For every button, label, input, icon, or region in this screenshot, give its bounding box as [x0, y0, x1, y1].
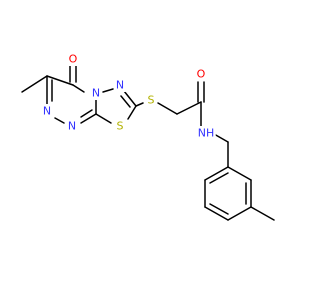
atom-nh-amide: NH	[198, 127, 215, 140]
atom-label-knockout	[41, 104, 53, 118]
atom-n2: N	[43, 105, 51, 118]
atom-label-knockout	[67, 52, 80, 66]
bond-ar3-ar4	[227, 206, 252, 221]
atom-s-ring: S	[117, 120, 124, 133]
atom-o-keto: O	[69, 53, 78, 66]
bond-methyl-c3	[21, 75, 48, 93]
bond-slink-ch2	[157, 102, 178, 115]
bond-n-benzyl-ch2	[213, 133, 229, 143]
bond-ntz-c2-inner	[120, 95, 131, 108]
bond-ar4-ar5	[204, 206, 229, 221]
atom-label-knockout	[115, 119, 126, 133]
atom-o-amide: O	[197, 68, 206, 81]
bond-ar1-ar2	[227, 166, 252, 181]
atom-label-knockout	[90, 86, 102, 100]
bond-c2-sring	[127, 105, 137, 120]
bond-sring-c8a	[95, 113, 112, 124]
bond-layer	[21, 65, 275, 221]
bond-c4-n5	[72, 84, 85, 93]
molecule-structure-diagram: O N N N N S S O NH	[0, 0, 300, 300]
atom-n-thiadiazole: N	[116, 79, 124, 92]
atom-label-knockout	[196, 126, 216, 140]
atom-n1: N	[68, 120, 76, 133]
atom-label-knockout	[114, 78, 126, 92]
bond-n1-c8a	[80, 113, 97, 124]
bond-c3-c4	[46, 75, 74, 86]
atom-label-knockout	[66, 119, 78, 133]
bond-ar6-ar1	[204, 166, 229, 181]
atom-s-linker: S	[148, 94, 155, 107]
bond-ar4-ar5-inner	[209, 203, 229, 215]
bond-n5-ntz	[102, 88, 114, 93]
bond-ar6-ar1-inner	[209, 172, 229, 184]
bond-n2-n1	[54, 117, 65, 124]
bond-ch2-camide	[176, 101, 202, 115]
bond-ntz-c2	[123, 90, 137, 107]
atom-label-knockout	[146, 93, 157, 107]
atom-label-knockout	[195, 67, 208, 81]
atom-n5: N	[92, 87, 100, 100]
atom-label-layer: O N N N N S S O NH	[41, 52, 216, 140]
canvas-background	[0, 0, 300, 300]
bond-c2-slink	[135, 102, 144, 107]
bond-ar3-methyl	[250, 206, 275, 221]
bond-n1-c8a-inner	[80, 109, 93, 118]
